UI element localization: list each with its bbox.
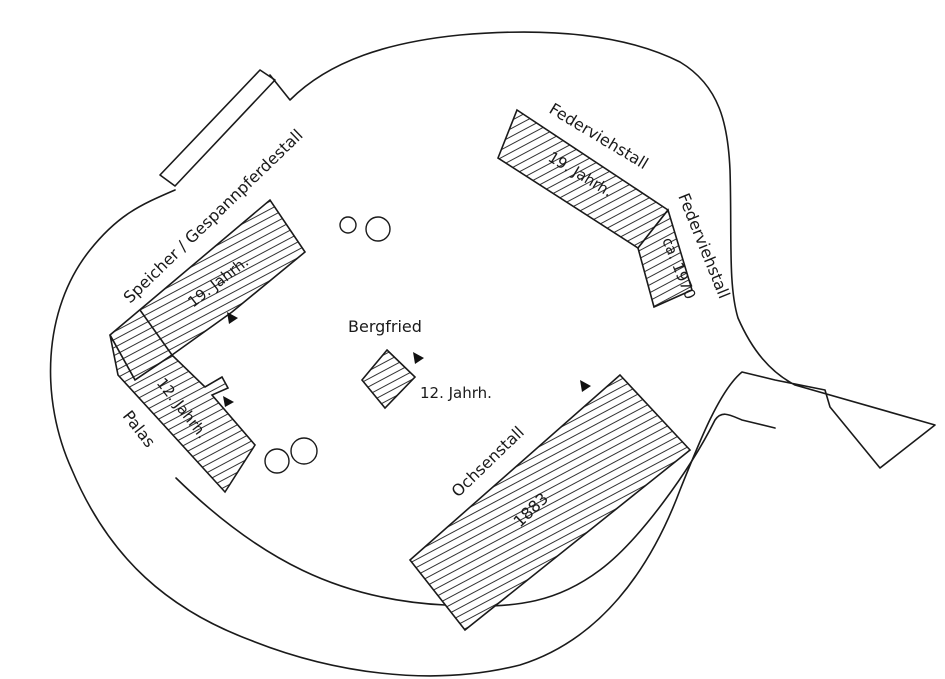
label-bergfried: Bergfried: [348, 317, 422, 336]
inner-wall: [175, 413, 776, 608]
building-federviehstall-1970: [637, 208, 693, 309]
entrance-triangle-icon: [580, 380, 591, 392]
outer-wall: [49, 31, 936, 677]
entrance-triangle-icon: [223, 396, 234, 407]
gate-stub: [159, 69, 276, 187]
entrance-triangle-icon: [227, 312, 238, 324]
entrance-triangle-icon: [413, 352, 424, 364]
label-bergfried-date: 12. Jahrh.: [420, 384, 492, 402]
tree-icon: [264, 437, 318, 474]
building-ochsenstall: [408, 373, 692, 632]
building-bergfried: [360, 348, 417, 410]
building-palas: [109, 334, 256, 494]
tree-icon: [339, 216, 391, 242]
